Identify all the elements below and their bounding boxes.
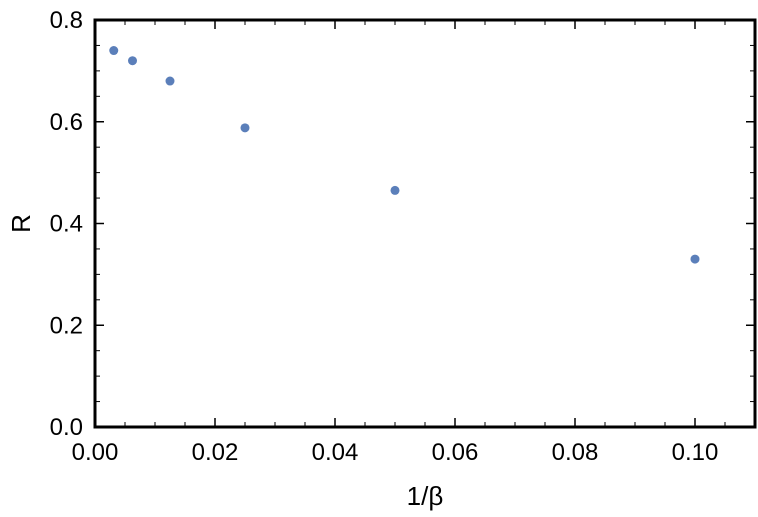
data-point	[109, 46, 119, 56]
x-tick-labels: 0.00 0.02 0.04 0.06 0.08 0.10	[72, 439, 719, 466]
x-tick-label: 0.10	[672, 439, 719, 466]
y-tick-label: 0.6	[50, 109, 83, 136]
data-points	[109, 46, 700, 264]
y-tick-label: 0.0	[50, 414, 83, 441]
x-tick-label: 0.02	[192, 439, 239, 466]
y-tick-labels: 0.0 0.2 0.4 0.6 0.8	[50, 7, 83, 441]
y-tick-label: 0.8	[50, 7, 83, 34]
plot-frame	[93, 18, 757, 429]
x-axis-title: 1/β	[407, 481, 444, 511]
x-tick-label: 0.06	[432, 439, 479, 466]
y-tick-label: 0.2	[50, 312, 83, 339]
major-ticks	[94, 19, 755, 428]
data-point	[165, 76, 175, 86]
y-axis-title: R	[6, 214, 36, 233]
data-point	[240, 123, 250, 133]
x-tick-label: 0.08	[552, 439, 599, 466]
data-point	[390, 185, 400, 195]
minor-ticks	[95, 20, 755, 427]
x-tick-label: 0.04	[312, 439, 359, 466]
data-point	[128, 56, 137, 66]
data-point	[690, 254, 700, 264]
y-tick-label: 0.4	[50, 211, 83, 238]
x-tick-label: 0.00	[72, 439, 119, 466]
